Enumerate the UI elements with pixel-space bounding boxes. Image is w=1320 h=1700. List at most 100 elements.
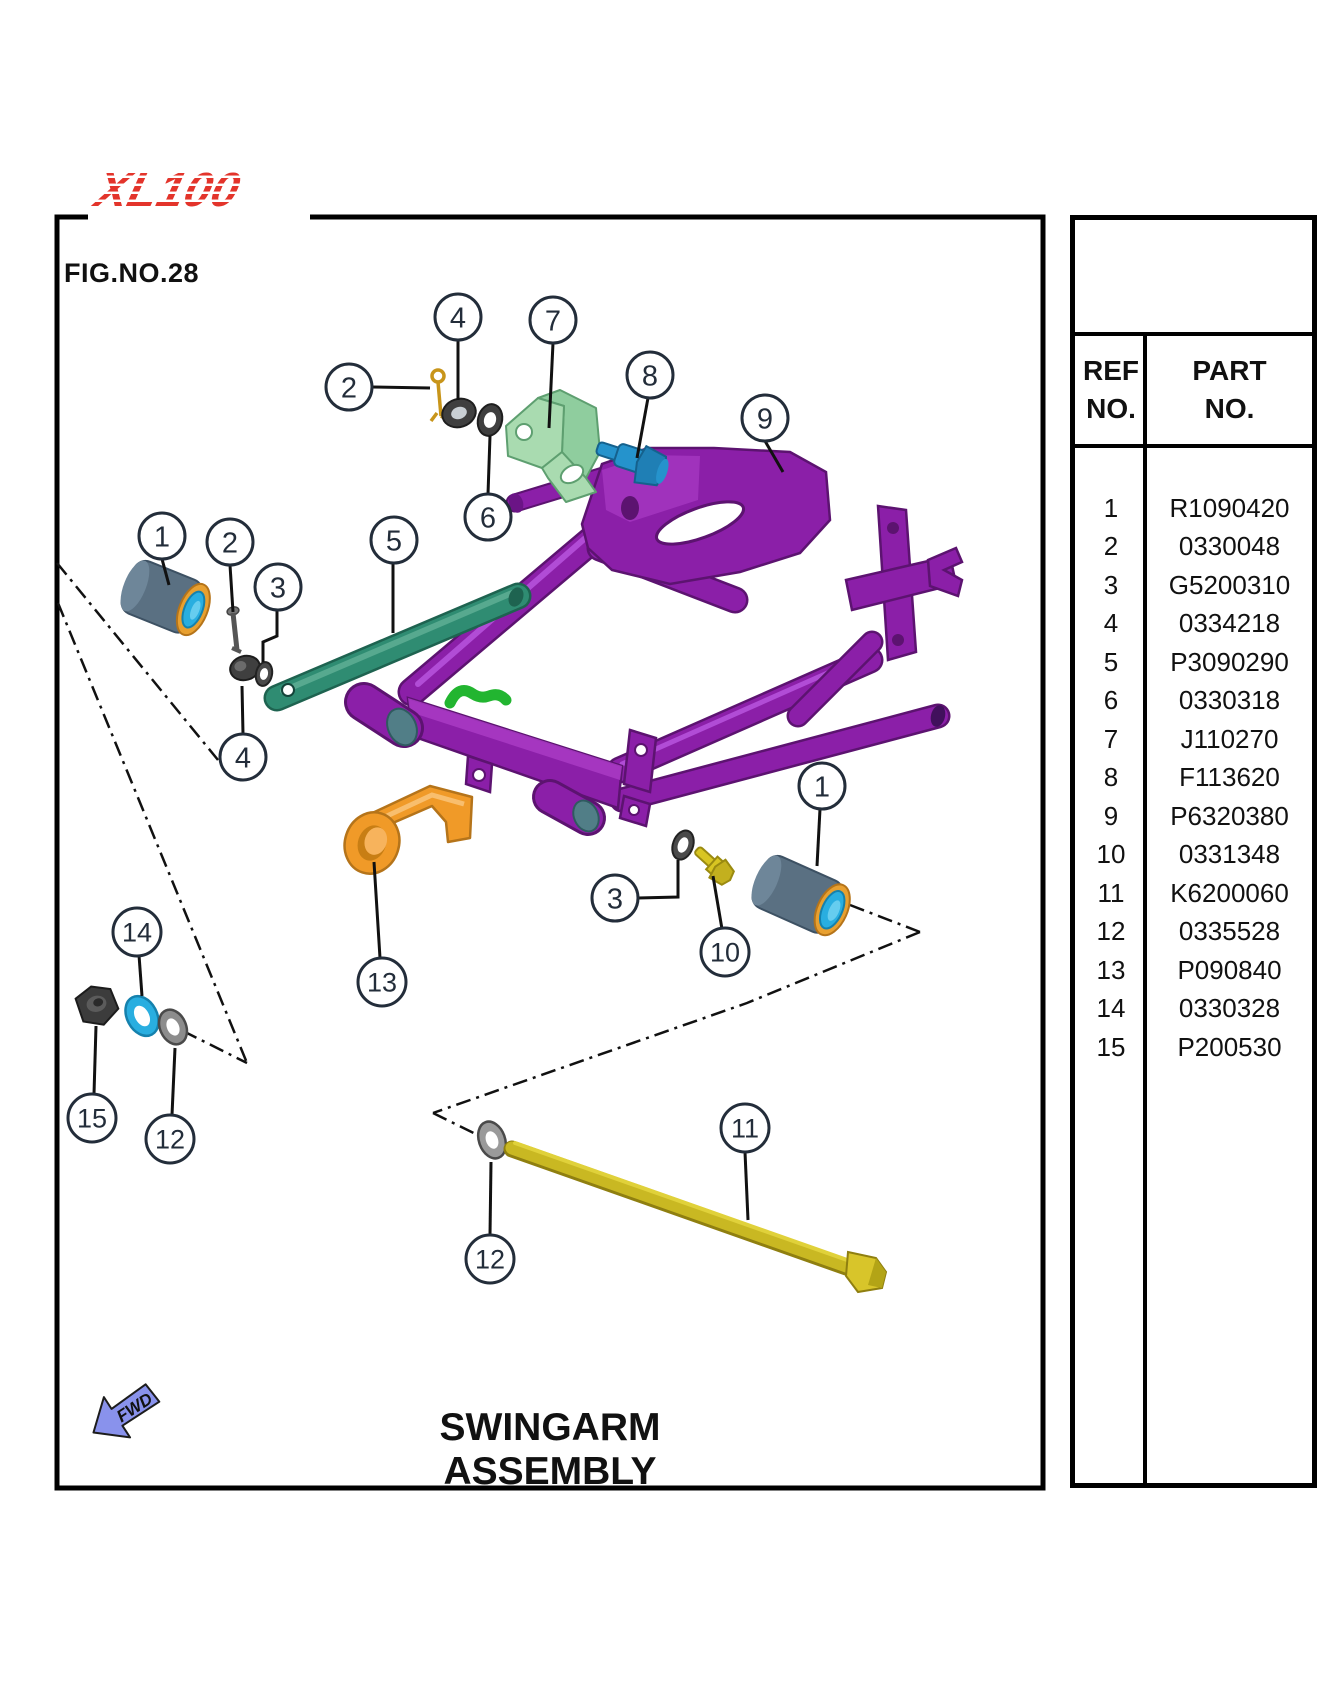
table-row: 11 K6200060 bbox=[1075, 874, 1312, 913]
ref-no-cell: 15 bbox=[1096, 1031, 1126, 1062]
svg-text:6: 6 bbox=[480, 502, 496, 534]
figure-number-label: FIG.NO.28 bbox=[64, 258, 200, 288]
ref-no-cell: 13 bbox=[1096, 954, 1126, 985]
callout-4-lower: 4 bbox=[218, 732, 268, 782]
svg-text:8: 8 bbox=[642, 360, 658, 392]
part-no-cell: 0330048 bbox=[1178, 531, 1281, 562]
nut-part bbox=[74, 985, 120, 1026]
bushing-part bbox=[120, 559, 211, 637]
part-no-cell: 0330318 bbox=[1178, 685, 1281, 716]
brand-logo-text: XL100 bbox=[88, 164, 245, 217]
svg-text:9: 9 bbox=[757, 403, 773, 435]
ref-no-cell: 7 bbox=[1103, 723, 1119, 754]
table-row: 15 P200530 bbox=[1075, 1028, 1312, 1067]
svg-text:5: 5 bbox=[386, 525, 402, 557]
table-body: 1 R1090420 2 0330048 3 G5200310 4 bbox=[1075, 448, 1312, 1067]
svg-text:3: 3 bbox=[607, 883, 623, 915]
svg-text:12: 12 bbox=[155, 1125, 185, 1155]
callout-4-upper: 4 bbox=[433, 292, 483, 342]
nut-part bbox=[229, 654, 261, 682]
axis-line bbox=[56, 602, 249, 1064]
part-no-cell: 0331348 bbox=[1178, 839, 1281, 870]
ref-no-cell: 10 bbox=[1096, 839, 1126, 870]
axis-line bbox=[56, 562, 219, 761]
fwd-arrow-icon: FWD bbox=[92, 1383, 161, 1439]
svg-text:4: 4 bbox=[235, 742, 251, 774]
table-row: 6 0330318 bbox=[1075, 682, 1312, 721]
svg-text:3: 3 bbox=[270, 572, 286, 604]
callout-8: 8 bbox=[625, 350, 675, 400]
svg-text:13: 13 bbox=[367, 968, 397, 998]
svg-text:2: 2 bbox=[222, 527, 238, 559]
callout-3-right: 3 bbox=[590, 873, 640, 923]
callout-1-right: 1 bbox=[797, 761, 847, 811]
part-no-column-header: PART NO. bbox=[1192, 355, 1267, 424]
table-row: 10 0331348 bbox=[1075, 836, 1312, 875]
part-no-cell: R1090420 bbox=[1169, 492, 1290, 523]
table-row: 5 P3090290 bbox=[1075, 643, 1312, 682]
ref-no-cell: 5 bbox=[1103, 646, 1119, 677]
callout-2-upper: 2 bbox=[324, 362, 374, 412]
callout-12-left: 12 bbox=[144, 1113, 196, 1165]
table-row: 12 0335528 bbox=[1075, 913, 1312, 952]
part-no-cell: P6320380 bbox=[1170, 800, 1289, 831]
callout-10: 10 bbox=[699, 926, 751, 978]
part-no-cell: J110270 bbox=[1180, 723, 1279, 754]
ref-no-cell: 12 bbox=[1096, 916, 1126, 947]
parts-table: REF NO. PART NO. 1 R1090420 2 bbox=[1070, 215, 1317, 1488]
washer-part bbox=[476, 403, 504, 437]
svg-text:11: 11 bbox=[731, 1114, 759, 1144]
callout-3-left: 3 bbox=[253, 562, 303, 612]
ref-no-cell: 8 bbox=[1103, 762, 1119, 793]
callout-13: 13 bbox=[356, 956, 408, 1008]
part-no-cell: P090840 bbox=[1177, 954, 1282, 985]
table-row: 8 F113620 bbox=[1075, 759, 1312, 798]
strut-part bbox=[263, 582, 532, 712]
svg-text:1: 1 bbox=[154, 521, 170, 553]
table-row: 14 0330328 bbox=[1075, 990, 1312, 1029]
callout-5: 5 bbox=[369, 515, 419, 565]
swingarm-part bbox=[344, 446, 964, 836]
ref-no-cell: 6 bbox=[1103, 685, 1119, 716]
callout-1-left: 1 bbox=[137, 511, 187, 561]
bushing-part bbox=[751, 854, 851, 937]
part-no-cell: K6200060 bbox=[1170, 877, 1289, 908]
table-blank-header-box bbox=[1075, 220, 1312, 336]
table-row: 7 J110270 bbox=[1075, 720, 1312, 759]
callout-15: 15 bbox=[66, 1092, 118, 1144]
callouts: 4 7 8 2 6 9 1 2 bbox=[66, 292, 847, 1285]
callout-12-lower: 12 bbox=[464, 1233, 516, 1285]
washer-part bbox=[157, 1008, 189, 1046]
callout-6: 6 bbox=[463, 492, 513, 542]
chain-clamp-part bbox=[444, 685, 512, 709]
svg-text:2: 2 bbox=[341, 372, 357, 404]
washer-part bbox=[671, 829, 695, 861]
part-no-cell: 0334218 bbox=[1178, 608, 1281, 639]
svg-text:14: 14 bbox=[122, 918, 152, 948]
brand-logo-icon: XL100 bbox=[87, 164, 245, 217]
table-row: 1 R1090420 bbox=[1075, 489, 1312, 528]
part-no-cell: G5200310 bbox=[1168, 569, 1291, 600]
table-row: 13 P090840 bbox=[1075, 951, 1312, 990]
svg-text:12: 12 bbox=[475, 1245, 505, 1275]
part-no-cell: F113620 bbox=[1179, 762, 1280, 793]
pin-part bbox=[226, 606, 242, 654]
washer-part bbox=[441, 397, 477, 429]
bolt-part bbox=[694, 846, 736, 886]
svg-text:7: 7 bbox=[545, 305, 561, 337]
axis-line bbox=[849, 903, 921, 934]
table-row: 3 G5200310 bbox=[1075, 566, 1312, 605]
ref-no-cell: 11 bbox=[1097, 877, 1125, 908]
brand-logo: XL100 bbox=[87, 162, 310, 224]
diagram-frame bbox=[54, 214, 1046, 1491]
pivot-bolt-part bbox=[595, 441, 669, 487]
table-row: 2 0330048 bbox=[1075, 528, 1312, 567]
callout-9: 9 bbox=[740, 393, 790, 443]
ref-no-cell: 14 bbox=[1096, 993, 1126, 1024]
pivot-rod-part bbox=[503, 1140, 888, 1294]
washer-part bbox=[476, 1120, 508, 1160]
callout-7: 7 bbox=[528, 295, 578, 345]
stay-bracket-part bbox=[505, 389, 601, 503]
leader-lines bbox=[92, 340, 822, 1236]
